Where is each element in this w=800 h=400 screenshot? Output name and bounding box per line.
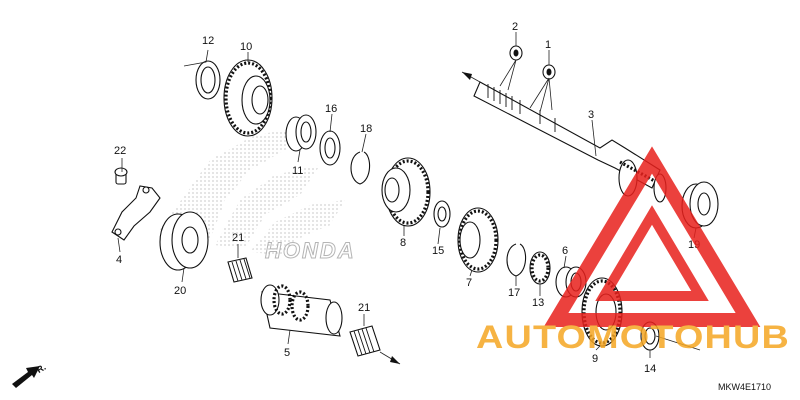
part-15-washer — [433, 200, 451, 228]
diagram-code: MKW4E1710 — [718, 382, 771, 392]
callout-17: 17 — [508, 287, 520, 299]
callout-4: 4 — [116, 254, 122, 266]
callout-12: 12 — [202, 35, 214, 47]
callout-16: 16 — [325, 103, 337, 115]
callout-5: 5 — [284, 347, 290, 359]
part-7-gear — [457, 207, 499, 273]
part-18-circlip — [350, 151, 371, 185]
part-21-needle-bearing-lower — [349, 325, 401, 365]
callout-2: 2 — [512, 21, 518, 33]
callout-21-lower: 21 — [358, 302, 370, 314]
part-21-needle-bearing-upper — [227, 257, 253, 283]
part-22-bolt — [114, 167, 128, 185]
callout-20: 20 — [174, 285, 186, 297]
callout-1: 1 — [545, 39, 551, 51]
front-direction-arrow: FR. — [12, 362, 48, 388]
part-4-setting-plate — [111, 185, 161, 241]
part-5-countershaft — [260, 284, 343, 337]
honda-wing-watermark — [160, 128, 345, 255]
callout-11: 11 — [292, 165, 303, 177]
part-20-bearing — [159, 211, 209, 271]
callout-8: 8 — [400, 237, 406, 249]
callout-3: 3 — [588, 109, 594, 121]
callout-7: 7 — [466, 277, 472, 289]
leader-lines — [117, 32, 701, 358]
part-13-bearing — [529, 251, 551, 285]
watermark-text: AUTOMOTOHUB — [476, 319, 790, 355]
part-16-washer — [319, 130, 341, 166]
part-12-washer — [195, 60, 221, 100]
part-10-gear — [223, 59, 273, 137]
callout-15: 15 — [432, 245, 444, 257]
callout-22: 22 — [114, 145, 126, 157]
callout-18: 18 — [360, 123, 372, 135]
callout-13: 13 — [532, 297, 544, 309]
part-8-gear — [381, 157, 431, 227]
part-1-cotter — [542, 64, 556, 80]
part-11-bushing — [285, 114, 317, 152]
callout-9: 9 — [592, 353, 598, 365]
callout-10: 10 — [240, 41, 252, 53]
callout-6: 6 — [562, 245, 568, 257]
honda-watermark-text: HONDA — [265, 238, 356, 263]
callout-21-upper: 21 — [232, 232, 244, 244]
automotohub-watermark: AUTOMOTOHUB — [476, 146, 790, 355]
direction-label: FR. — [30, 362, 48, 378]
callout-14: 14 — [644, 363, 656, 375]
part-17-circlip — [506, 243, 527, 277]
part-2-ring — [509, 45, 523, 61]
